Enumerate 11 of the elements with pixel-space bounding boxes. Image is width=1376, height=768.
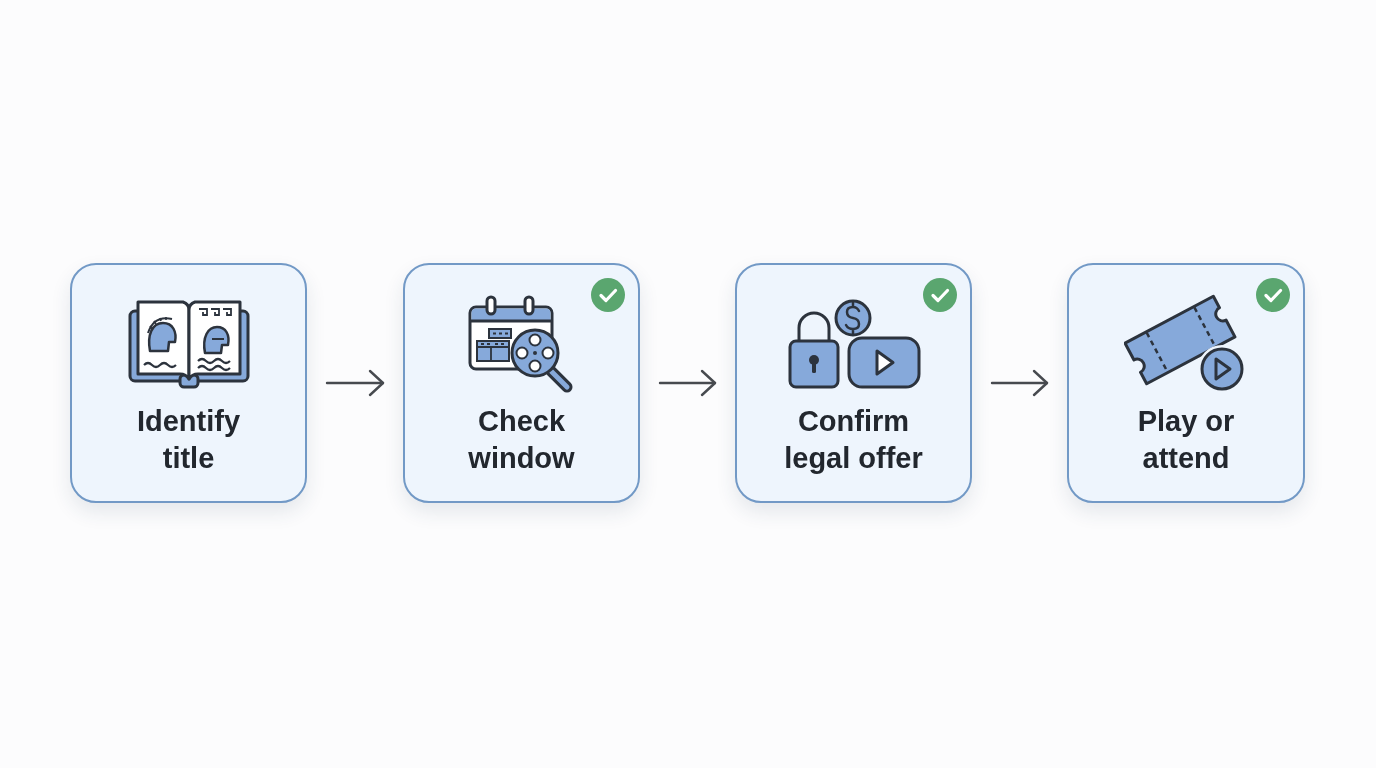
step-label: Confirm legal offer <box>783 404 924 476</box>
step-card <box>735 263 972 503</box>
step-card <box>403 263 640 503</box>
step-label: Check window <box>467 404 576 476</box>
step-label: Play or attend <box>1136 404 1236 476</box>
step-card <box>1067 263 1305 503</box>
arrow <box>658 369 717 397</box>
arrow <box>990 369 1049 397</box>
step-label: Identify title <box>135 404 242 476</box>
step-card <box>70 263 307 503</box>
arrow <box>325 369 385 397</box>
